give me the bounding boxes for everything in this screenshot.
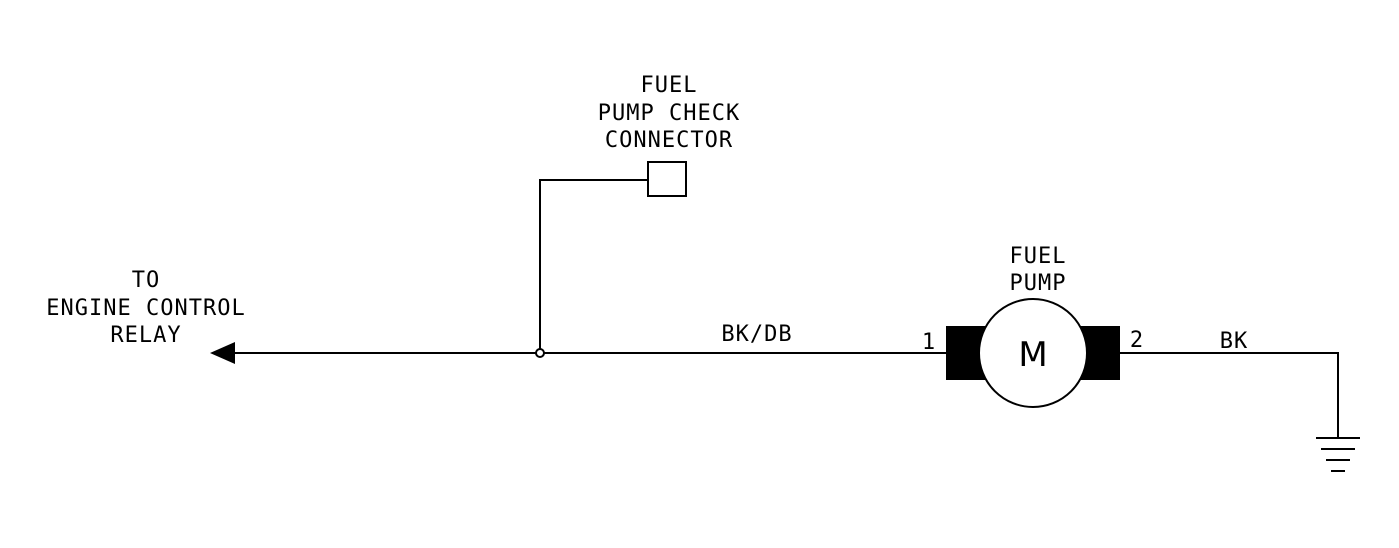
check-connector-label: FUEL PUMP CHECK CONNECTOR: [598, 73, 740, 153]
arrow-left-icon: [210, 342, 235, 364]
fuel-pump-label-line1: FUEL: [1010, 244, 1067, 269]
supply-wire-color-code: BK/DB: [721, 322, 792, 347]
motor-icon: [978, 298, 1088, 408]
splice-point: [535, 348, 545, 358]
pin-1-label: 1: [922, 330, 936, 355]
motor-symbol-letter: M: [1018, 335, 1047, 375]
ground-wire-color-code: BK: [1220, 329, 1249, 354]
check-connector-label-line3: CONNECTOR: [605, 128, 733, 153]
check-connector-wire: [539, 179, 648, 349]
destination-label-line2: ENGINE CONTROL: [46, 296, 245, 321]
pin-2-label: 2: [1130, 328, 1144, 353]
fuel-pump-label-line2: PUMP: [1010, 271, 1067, 296]
check-connector-label-line1: FUEL: [641, 73, 698, 98]
check-connector-box: [647, 161, 687, 197]
ground-icon: [1316, 437, 1360, 472]
fuel-pump-motor: M: [946, 298, 1120, 408]
ground-wire: [1120, 352, 1339, 438]
destination-label-line3: RELAY: [110, 323, 181, 348]
destination-label-line1: TO: [132, 268, 161, 293]
destination-label: TO ENGINE CONTROL RELAY: [46, 268, 245, 348]
fuel-pump-label: FUEL PUMP: [1010, 244, 1067, 296]
check-connector-label-line2: PUMP CHECK: [598, 101, 740, 126]
